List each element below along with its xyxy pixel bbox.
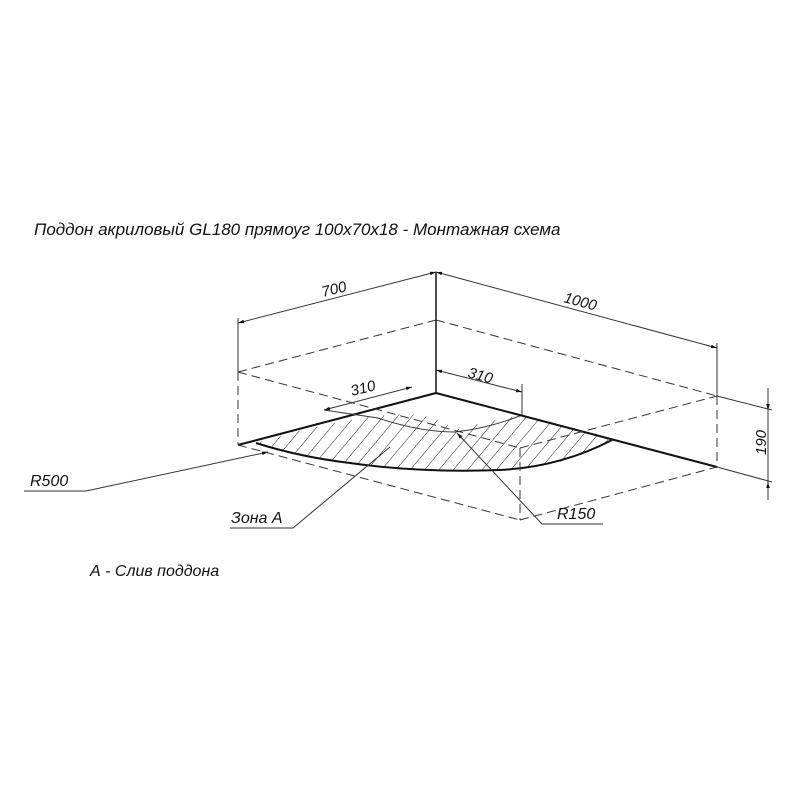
dim-310-left-line [323,386,413,411]
zone-curve-bottom [255,439,613,472]
dim-190-label: 190 [753,429,770,455]
dim-700-label: 700 [320,278,349,301]
dim-310-right-line [435,369,523,393]
hidden-bottom-front-right [519,466,718,521]
dim-1000-line [435,271,718,349]
dim-310-left-ext [323,409,379,419]
dim-310-right-label: 310 [466,364,495,387]
ext-190-top [716,395,773,411]
callout-r500-leader [24,451,269,492]
legend-note: А - Слив поддона [89,563,219,580]
dim-700-line [237,271,437,324]
hidden-top-right [435,319,718,397]
diagram-title: Поддон акриловый GL180 прямоуг 100х70х18… [34,220,561,239]
dim-310-left-label: 310 [349,377,378,400]
hidden-top-front-right [519,395,718,449]
hidden-bottom-front-left [237,444,521,521]
zone-curve-top [377,414,523,433]
ext-190-bottom [716,466,773,483]
hidden-top-left [237,319,437,373]
callout-r150-leader [456,432,603,525]
callout-zone-label: Зона А [231,510,283,527]
edge-back-right [435,392,718,468]
drain-zone-hatch [256,414,612,471]
callout-r150-label: R150 [557,506,595,523]
callout-r500-label: R500 [30,473,68,490]
callout-zone-leader [230,446,391,529]
